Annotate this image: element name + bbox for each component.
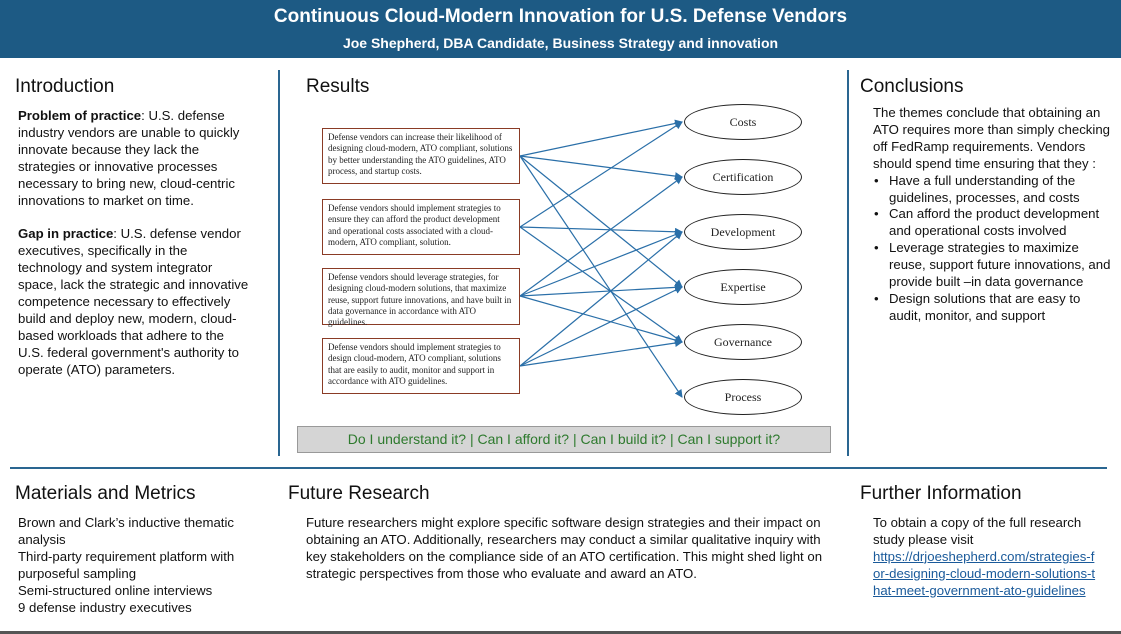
materials-item: Third-party requirement platform with pu… (18, 548, 235, 581)
further-text: To obtain a copy of the full research st… (873, 515, 1082, 547)
arrow-box2-costs (519, 121, 683, 228)
materials-list: Brown and Clark’s inductive thematic ana… (18, 515, 258, 616)
conclusions-body: The themes conclude that obtaining an AT… (873, 105, 1113, 325)
arrow-box1-expertise (519, 155, 683, 288)
further-body: To obtain a copy of the full research st… (873, 515, 1099, 600)
result-box-2: Defense vendors should implement strateg… (322, 199, 520, 255)
problem-paragraph: Problem of practice: U.S. defense indust… (18, 108, 250, 209)
materials-heading: Materials and Metrics (15, 483, 196, 504)
poster-header: Continuous Cloud-Modern Innovation for U… (0, 0, 1121, 58)
divider-right (847, 70, 849, 456)
conclusions-intro-text: The themes conclude that obtaining an AT… (873, 105, 1110, 171)
arrow-box4-development (519, 231, 683, 367)
theme-development: Development (684, 214, 802, 250)
arrow-box1-certification (519, 155, 683, 181)
result-box-3: Defense vendors should leverage strategi… (322, 268, 520, 327)
arrow-box3-governance (519, 295, 683, 344)
conclusion-item: Design solutions that are easy to audit,… (874, 291, 1113, 325)
conclusion-item: Have a full understanding of the guideli… (874, 173, 1113, 207)
theme-governance: Governance (684, 324, 802, 360)
poster-title: Continuous Cloud-Modern Innovation for U… (273, 6, 848, 27)
conclusions-heading: Conclusions (860, 76, 964, 97)
future-text: Future researchers might explore specifi… (306, 515, 823, 581)
bottom-border (0, 631, 1121, 634)
gap-paragraph: Gap in practice: U.S. defense vendor exe… (18, 226, 250, 378)
result-box-1: Defense vendors can increase their likel… (322, 128, 520, 184)
arrow-box1-costs (519, 119, 683, 157)
problem-text: : U.S. defense industry vendors are unab… (18, 108, 240, 208)
conclusions-intro: The themes conclude that obtaining an AT… (873, 105, 1113, 173)
result-box-4: Defense vendors should implement strateg… (322, 338, 520, 394)
results-heading: Results (306, 76, 370, 97)
introduction-body: Problem of practice: U.S. defense indust… (18, 108, 250, 395)
arrow-box4-expertise (519, 286, 683, 367)
gap-label: Gap in practice (18, 226, 114, 242)
arrow-box2-governance (519, 226, 683, 343)
introduction-heading: Introduction (15, 76, 115, 97)
arrow-box2-development (519, 226, 683, 236)
arrow-box4-governance (519, 339, 683, 367)
theme-costs: Costs (684, 104, 802, 140)
conclusions-list: Have a full understanding of the guideli… (873, 173, 1113, 325)
theme-certification: Certification (684, 159, 802, 195)
divider-horizontal (10, 467, 1107, 469)
gap-text: : U.S. defense vendor executives, specif… (18, 226, 249, 377)
future-heading: Future Research (288, 483, 430, 504)
materials-item: 9 defense industry executives (18, 599, 192, 615)
arrow-box3-development (519, 230, 683, 297)
theme-process: Process (684, 379, 802, 415)
results-question-banner: Do I understand it? | Can I afford it? |… (297, 426, 831, 453)
poster-subtitle: Joe Shepherd, DBA Candidate, Business St… (342, 35, 779, 51)
arrow-box1-process (519, 155, 683, 398)
divider-left (278, 70, 280, 456)
arrow-box3-certification (519, 176, 683, 297)
materials-item: Semi-structured online interviews (18, 582, 213, 598)
materials-item: Brown and Clark’s inductive thematic ana… (18, 515, 234, 547)
arrow-box3-expertise (519, 283, 683, 297)
conclusion-item: Can afford the product development and o… (874, 206, 1113, 240)
problem-label: Problem of practice (18, 108, 142, 123)
theme-expertise: Expertise (684, 269, 802, 305)
research-study-link[interactable]: https://drjoeshepherd.com/strategies-for… (873, 548, 1096, 598)
further-heading: Further Information (860, 483, 1022, 504)
conclusion-item: Leverage strategies to maximize reuse, s… (874, 240, 1113, 291)
